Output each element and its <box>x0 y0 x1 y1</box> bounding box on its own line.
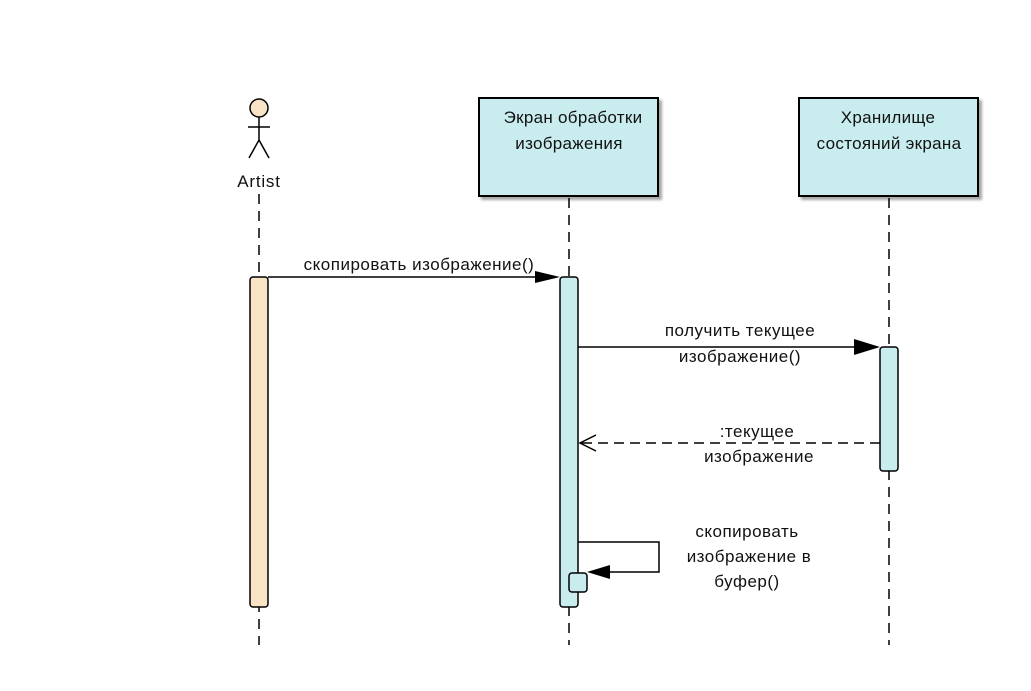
message-label-line: изображение в <box>687 547 812 566</box>
message-label-line: буфер() <box>714 572 779 591</box>
message-label: скопировать <box>695 522 798 541</box>
message-line <box>578 541 660 573</box>
message-label-line: изображение() <box>679 347 801 366</box>
participant-title: изображения <box>515 134 622 153</box>
participant-state-storage[interactable]: Хранилище состояний экрана <box>798 97 979 197</box>
message-label-line: скопировать изображение() <box>304 255 535 274</box>
participant-title-line1: Экран обработки <box>504 108 643 127</box>
message-label: скопировать изображение() <box>304 255 535 274</box>
activation-self-call <box>568 572 588 593</box>
activation-artist <box>249 276 269 608</box>
message-label: :текущее <box>720 422 795 441</box>
message-arrowhead <box>854 339 880 355</box>
message-label: буфер() <box>714 572 779 591</box>
participant-title-line2: изображения <box>515 134 622 153</box>
activation-state-storage <box>879 346 899 472</box>
participant-box <box>798 97 979 197</box>
actor-left-leg <box>248 139 260 159</box>
message-arrowhead <box>578 434 597 452</box>
participant-title: состояний экрана <box>817 134 962 153</box>
message-copy-to-buffer[interactable]: скопировать изображение в буфер() <box>578 522 811 591</box>
participant-title-line1: Хранилище <box>841 108 936 127</box>
participant-title: Хранилище <box>841 108 936 127</box>
actor-right-leg <box>258 139 270 159</box>
message-label-line: получить текущее <box>665 321 815 340</box>
message-label: изображение в <box>687 547 812 566</box>
participant-title-line2: состояний экрана <box>817 134 962 153</box>
message-label: изображение <box>704 447 814 466</box>
message-label-line: скопировать <box>695 522 798 541</box>
message-label: изображение() <box>679 347 801 366</box>
actor-head <box>249 98 269 118</box>
message-return-current-image[interactable]: :текущее изображение <box>578 422 880 466</box>
participant-image-screen[interactable]: Экран обработки изображения <box>478 97 659 197</box>
participant-title: Экран обработки <box>504 108 643 127</box>
participant-box <box>478 97 659 197</box>
actor-name: Artist <box>237 172 281 191</box>
message-label: получить текущее <box>665 321 815 340</box>
message-arrowhead <box>535 271 560 283</box>
activation-image-screen <box>559 276 579 608</box>
message-arrowhead <box>587 565 610 579</box>
message-get-current-image[interactable]: получить текущее изображение() <box>578 321 880 366</box>
message-copy-image[interactable]: скопировать изображение() <box>268 255 560 283</box>
message-label-line: :текущее <box>720 422 795 441</box>
actor-artist[interactable]: Artist <box>237 98 281 191</box>
message-label-line: изображение <box>704 447 814 466</box>
